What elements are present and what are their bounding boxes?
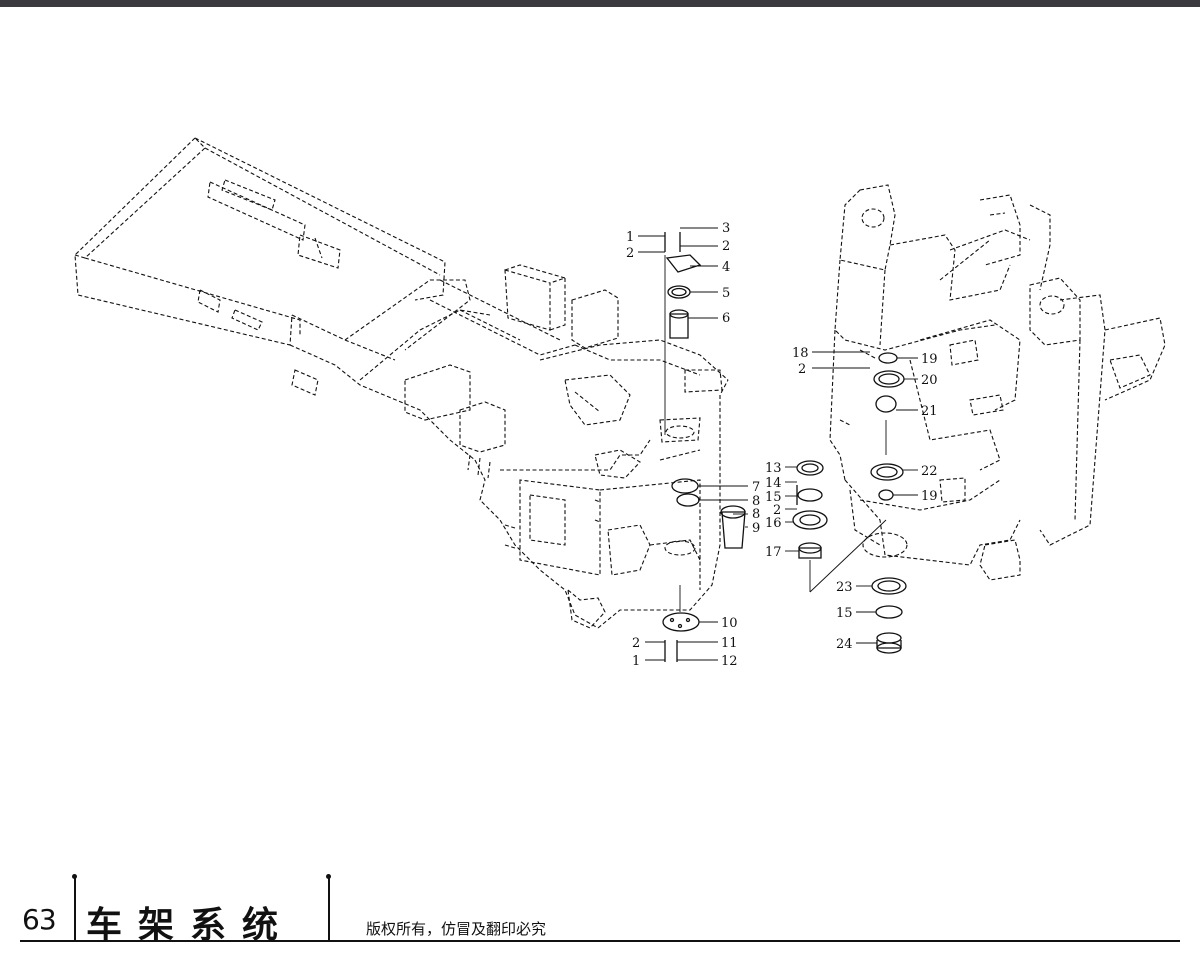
callout-1-top: 1 xyxy=(626,230,634,245)
callout-4: 4 xyxy=(722,260,730,275)
callout-19-upper: 19 xyxy=(921,352,938,367)
callout-7: 7 xyxy=(752,480,760,495)
callout-2-upper-right: 2 xyxy=(722,239,730,254)
callout-21: 21 xyxy=(921,404,938,419)
callout-2-right-upper: 2 xyxy=(798,362,806,377)
footer-vertical-rule-left xyxy=(74,878,76,940)
callout-14: 14 xyxy=(765,476,782,491)
callout-labels: 1 2 3 2 4 5 6 7 8 8 9 10 2 11 1 12 18 2 … xyxy=(626,221,938,669)
callout-16: 16 xyxy=(765,516,782,531)
callout-8-lower: 8 xyxy=(752,507,760,522)
callout-19-lower: 19 xyxy=(921,489,938,504)
callout-13: 13 xyxy=(765,461,782,476)
callout-10: 10 xyxy=(721,616,738,631)
footer-dot-right xyxy=(326,874,331,879)
callout-18: 18 xyxy=(792,346,809,361)
footer-dot-left xyxy=(72,874,77,879)
callout-8-upper: 8 xyxy=(752,494,760,509)
frame-exploded-diagram: 1 2 3 2 4 5 6 7 8 8 9 10 2 11 1 12 18 2 … xyxy=(74,137,1166,669)
callout-12: 12 xyxy=(721,654,738,669)
callout-22: 22 xyxy=(921,464,938,479)
callout-2-top: 2 xyxy=(626,246,634,261)
callout-20: 20 xyxy=(921,373,938,388)
callout-6: 6 xyxy=(722,311,730,326)
callout-23: 23 xyxy=(836,580,853,595)
callout-24: 24 xyxy=(836,637,853,652)
callout-5: 5 xyxy=(722,286,730,301)
page-number: 63 xyxy=(22,903,57,936)
callout-3: 3 xyxy=(722,221,730,236)
callout-1-bottom: 1 xyxy=(632,654,640,669)
callout-2-right-lower: 2 xyxy=(773,503,781,518)
callout-11: 11 xyxy=(721,636,738,651)
callout-15-right: 15 xyxy=(836,606,853,621)
leader-lines xyxy=(638,227,918,661)
footer-baseline-rule xyxy=(20,940,1180,942)
callout-2-bottom: 2 xyxy=(632,636,640,651)
exploded-parts xyxy=(662,232,907,662)
footer-vertical-rule-right xyxy=(328,878,330,940)
page-title: 车架系统 xyxy=(86,905,295,946)
top-border-bar xyxy=(0,0,1200,7)
front-frame xyxy=(829,184,1166,581)
copyright-note: 版权所有，仿冒及翻印必究 xyxy=(366,920,547,938)
rear-frame xyxy=(74,137,729,629)
callout-9: 9 xyxy=(752,521,760,536)
callout-15-left: 15 xyxy=(765,490,782,505)
callout-17: 17 xyxy=(765,545,782,560)
